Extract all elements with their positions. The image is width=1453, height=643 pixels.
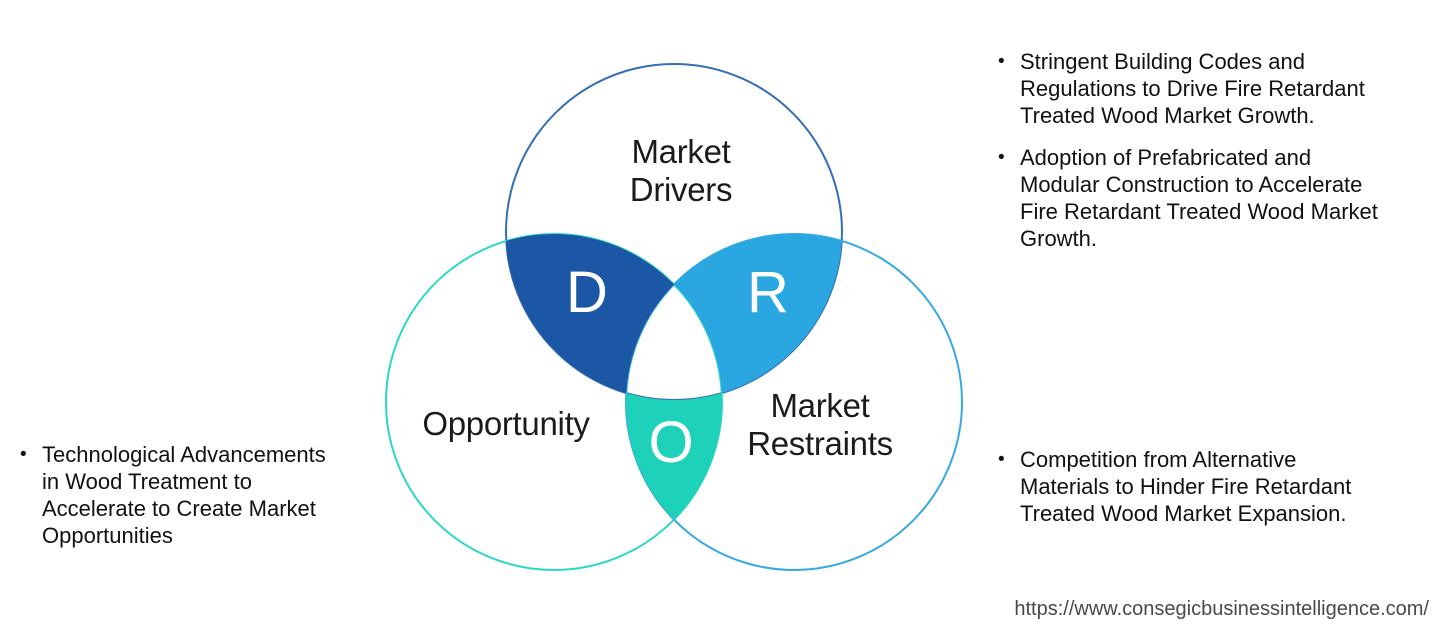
source-url: https://www.consegicbusinessintelligence… xyxy=(1014,598,1429,620)
r-region-group xyxy=(626,234,842,400)
r-intersection-region xyxy=(626,234,842,400)
bullet-line: Adoption of Prefabricated and xyxy=(1020,145,1312,170)
d-intersection-region xyxy=(506,234,722,400)
bullet-text: Stringent Building Codes and Regulations… xyxy=(1020,48,1365,129)
bullet-icon: • xyxy=(998,51,1005,72)
right-top-bullet-list: • Stringent Building Codes and Regulatio… xyxy=(998,48,1444,252)
bullet-text: Adoption of Prefabricated and Modular Co… xyxy=(1020,144,1378,252)
list-item: • Stringent Building Codes and Regulatio… xyxy=(998,48,1444,129)
drivers-label-line1: Market xyxy=(631,133,730,170)
bullet-line: Modular Construction to Accelerate xyxy=(1020,172,1363,197)
r-letter: R xyxy=(747,260,789,325)
d-region-group xyxy=(506,234,722,400)
list-item: • Adoption of Prefabricated and Modular … xyxy=(998,144,1444,252)
bullet-line: Accelerate to Create Market xyxy=(42,496,316,521)
restraints-label-line2: Restraints xyxy=(747,425,893,462)
bullet-line: Competition from Alternative xyxy=(1020,447,1297,472)
bullet-line: Materials to Hinder Fire Retardant xyxy=(1020,474,1352,499)
bullet-line: Fire Retardant Treated Wood Market xyxy=(1020,199,1378,224)
list-item: • Technological Advancements in Wood Tre… xyxy=(20,441,390,549)
list-item: • Competition from Alternative Materials… xyxy=(998,446,1444,527)
opportunity-label: Opportunity xyxy=(422,405,590,442)
bullet-line: Treated Wood Market Growth. xyxy=(1020,103,1315,128)
bullet-line: Regulations to Drive Fire Retardant xyxy=(1020,76,1365,101)
bullet-text: Competition from Alternative Materials t… xyxy=(1020,446,1351,527)
left-bullet-list: • Technological Advancements in Wood Tre… xyxy=(20,441,390,549)
restraints-label-line1: Market xyxy=(770,387,869,424)
bullet-icon: • xyxy=(998,449,1005,470)
bullet-icon: • xyxy=(20,444,27,465)
bullet-line: Growth. xyxy=(1020,226,1098,251)
bullet-line: Stringent Building Codes and xyxy=(1020,49,1305,74)
right-bottom-bullet-list: • Competition from Alternative Materials… xyxy=(998,446,1444,527)
o-letter: O xyxy=(648,410,693,475)
bullet-line: Opportunities xyxy=(42,523,173,548)
bullet-line: in Wood Treatment to xyxy=(42,469,252,494)
bullet-icon: • xyxy=(998,147,1005,168)
d-letter: D xyxy=(566,260,608,325)
bullet-text: Technological Advancements in Wood Treat… xyxy=(42,441,326,549)
bullet-line: Technological Advancements xyxy=(42,442,326,467)
drivers-label-line2: Drivers xyxy=(630,171,732,208)
bullet-line: Treated Wood Market Expansion. xyxy=(1020,501,1347,526)
